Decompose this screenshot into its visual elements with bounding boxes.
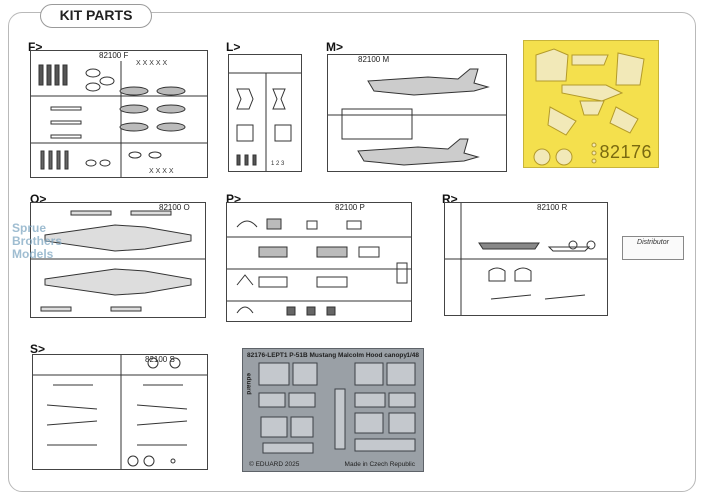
sprue-r: 82100 R — [444, 202, 608, 316]
pe-copyright: © EDUARD 2025 — [249, 461, 300, 468]
pe-scale: 1/48 — [406, 352, 419, 359]
distributor-line-1: Distributor — [637, 239, 669, 246]
sprue-brothers-watermark: Sprue Brothers Models — [12, 222, 78, 270]
svg-text:1 2 3: 1 2 3 — [271, 161, 285, 167]
sprue-s-parts — [33, 355, 207, 469]
mask-set-number: 82176 — [599, 142, 652, 162]
sprue-p-parts — [227, 218, 411, 316]
sprue-f: 82100 F X X X X X X X X X — [30, 50, 208, 178]
watermark-line-2: Brothers — [12, 234, 63, 248]
sprue-l-parts: 1 2 3 — [229, 72, 301, 171]
kit-parts-title: KIT PARTS — [40, 4, 152, 28]
pe-origin: Made in Czech Republic — [344, 461, 415, 468]
sprue-s-code: 82100 S — [145, 355, 175, 364]
pe-title: 82176-LEPT1 P-51B Mustang Malcolm Hood c… — [247, 352, 408, 359]
sprue-l-label: L> — [226, 40, 241, 54]
canopy-mask-sheet: 82176 — [523, 40, 659, 168]
sprue-m-code: 82100 M — [358, 55, 390, 64]
distributor-badge: Distributor — [622, 236, 684, 260]
svg-text:X X X X: X X X X — [149, 168, 174, 175]
watermark-line-3: Models — [12, 247, 54, 261]
sprue-o: 82100 O — [30, 202, 206, 318]
watermark-line-1: Sprue — [12, 221, 47, 235]
kit-parts-frame — [8, 12, 696, 492]
sprue-o-parts — [31, 210, 205, 312]
sprue-r-code: 82100 R — [537, 203, 568, 212]
sprue-p: 82100 P — [226, 202, 412, 322]
sprue-m-parts — [328, 68, 506, 166]
sprue-m-label: M> — [326, 40, 344, 54]
sprue-f-code: 82100 F — [99, 51, 129, 60]
sprue-f-parts: X X X X X X X X X — [31, 60, 207, 177]
mask-shapes — [533, 48, 645, 166]
svg-text:X X X X X: X X X X X — [136, 60, 167, 67]
pe-parts — [258, 362, 416, 454]
sprue-l: 1 2 3 — [228, 54, 302, 172]
sprue-m: 82100 M — [327, 54, 507, 172]
sprue-s-label: S> — [30, 342, 46, 356]
photo-etch-fret: 82176-LEPT1 P-51B Mustang Malcolm Hood c… — [242, 348, 424, 472]
sprue-s: 82100 S — [32, 354, 208, 470]
pe-brand: eduard — [245, 373, 252, 395]
sprue-r-parts — [445, 203, 607, 315]
sprue-o-code: 82100 O — [159, 203, 190, 212]
sprue-p-code: 82100 P — [335, 203, 365, 212]
